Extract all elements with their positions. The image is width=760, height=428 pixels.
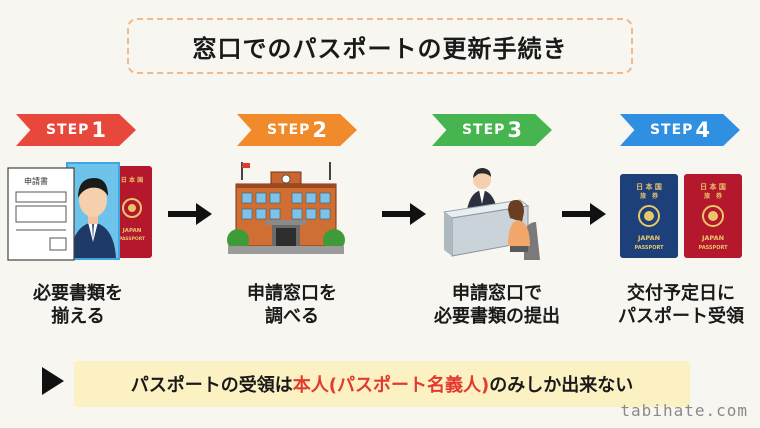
step-1-number: 1 (91, 118, 107, 142)
step-4-label: 交付予定日に パスポート受領 (606, 282, 756, 328)
step-2-word: STEP (266, 122, 311, 138)
step-3-label: 申請窓口で 必要書類の提出 (422, 282, 572, 328)
page-title: 窓口でのパスポートの更新手続き (127, 18, 633, 74)
svg-text:日 本 国: 日 本 国 (700, 182, 726, 191)
svg-text:JAPAN: JAPAN (637, 234, 660, 242)
arrow-right-icon (382, 203, 426, 225)
arrow-right-icon (562, 203, 606, 225)
step-4-label-line1: 交付予定日に (627, 283, 735, 304)
arrow-right-icon (168, 203, 212, 225)
step-4-label-line2: パスポート受領 (618, 306, 744, 327)
step-3-label-line1: 申請窓口で (452, 283, 542, 304)
step-2-label-line1: 申請窓口を (247, 283, 337, 304)
application-form-icon: 申請書 (7, 167, 75, 261)
svg-text:PASSPORT: PASSPORT (698, 245, 728, 251)
svg-text:PASSPORT: PASSPORT (119, 236, 146, 242)
step-3-word: STEP (461, 122, 506, 138)
step-3-number: 3 (507, 118, 523, 142)
passports-illustration: 日 本 国 旅 券 JAPAN PASSPORT 日 本 国 旅 券 JAPAN… (620, 174, 742, 258)
passport-red-icon: 日 本 国 旅 券 JAPAN PASSPORT (684, 174, 742, 258)
svg-text:PASSPORT: PASSPORT (634, 245, 664, 251)
step-2-label: 申請窓口を 調べる (230, 282, 354, 328)
note-banner: パスポートの受領は本人(パスポート名義人)のみしか出来ない (74, 361, 690, 407)
id-photo-icon (66, 162, 120, 260)
passport-red-icon: 日 本 国 JAPAN PASSPORT (112, 166, 152, 258)
note-text-after: のみしか出来ない (489, 375, 634, 396)
svg-text:日 本 国: 日 本 国 (121, 176, 143, 184)
service-counter-icon (442, 168, 540, 260)
step-1-label-line1: 必要書類を (33, 283, 123, 304)
svg-text:旅 券: 旅 券 (639, 192, 659, 200)
documents-illustration: 日 本 国 JAPAN PASSPORT 申請書 (7, 162, 152, 261)
step-1-label: 必要書類を 揃える (16, 282, 140, 328)
step-2-label-line2: 調べる (265, 306, 319, 327)
step-3-label-line2: 必要書類の提出 (434, 306, 560, 327)
svg-text:JAPAN: JAPAN (701, 234, 724, 242)
passport-blue-icon: 日 本 国 旅 券 JAPAN PASSPORT (620, 174, 678, 258)
step-1-word: STEP (45, 122, 90, 138)
svg-text:旅 券: 旅 券 (703, 192, 723, 200)
step-1-label-line2: 揃える (51, 306, 105, 327)
svg-text:申請書: 申請書 (24, 176, 48, 186)
svg-text:日 本 国: 日 本 国 (636, 182, 662, 191)
note-text-highlight: 本人(パスポート名義人) (292, 375, 490, 396)
government-building-icon (227, 162, 345, 254)
step-4-number: 4 (695, 118, 711, 142)
step-4-word: STEP (649, 122, 694, 138)
play-triangle-icon (42, 367, 64, 395)
site-watermark: tabihate.com (620, 401, 748, 420)
note-text-before: パスポートの受領は (130, 375, 293, 396)
step-2-number: 2 (312, 118, 328, 142)
page-title-text: 窓口でのパスポートの更新手続き (192, 34, 568, 63)
svg-text:JAPAN: JAPAN (122, 228, 142, 234)
